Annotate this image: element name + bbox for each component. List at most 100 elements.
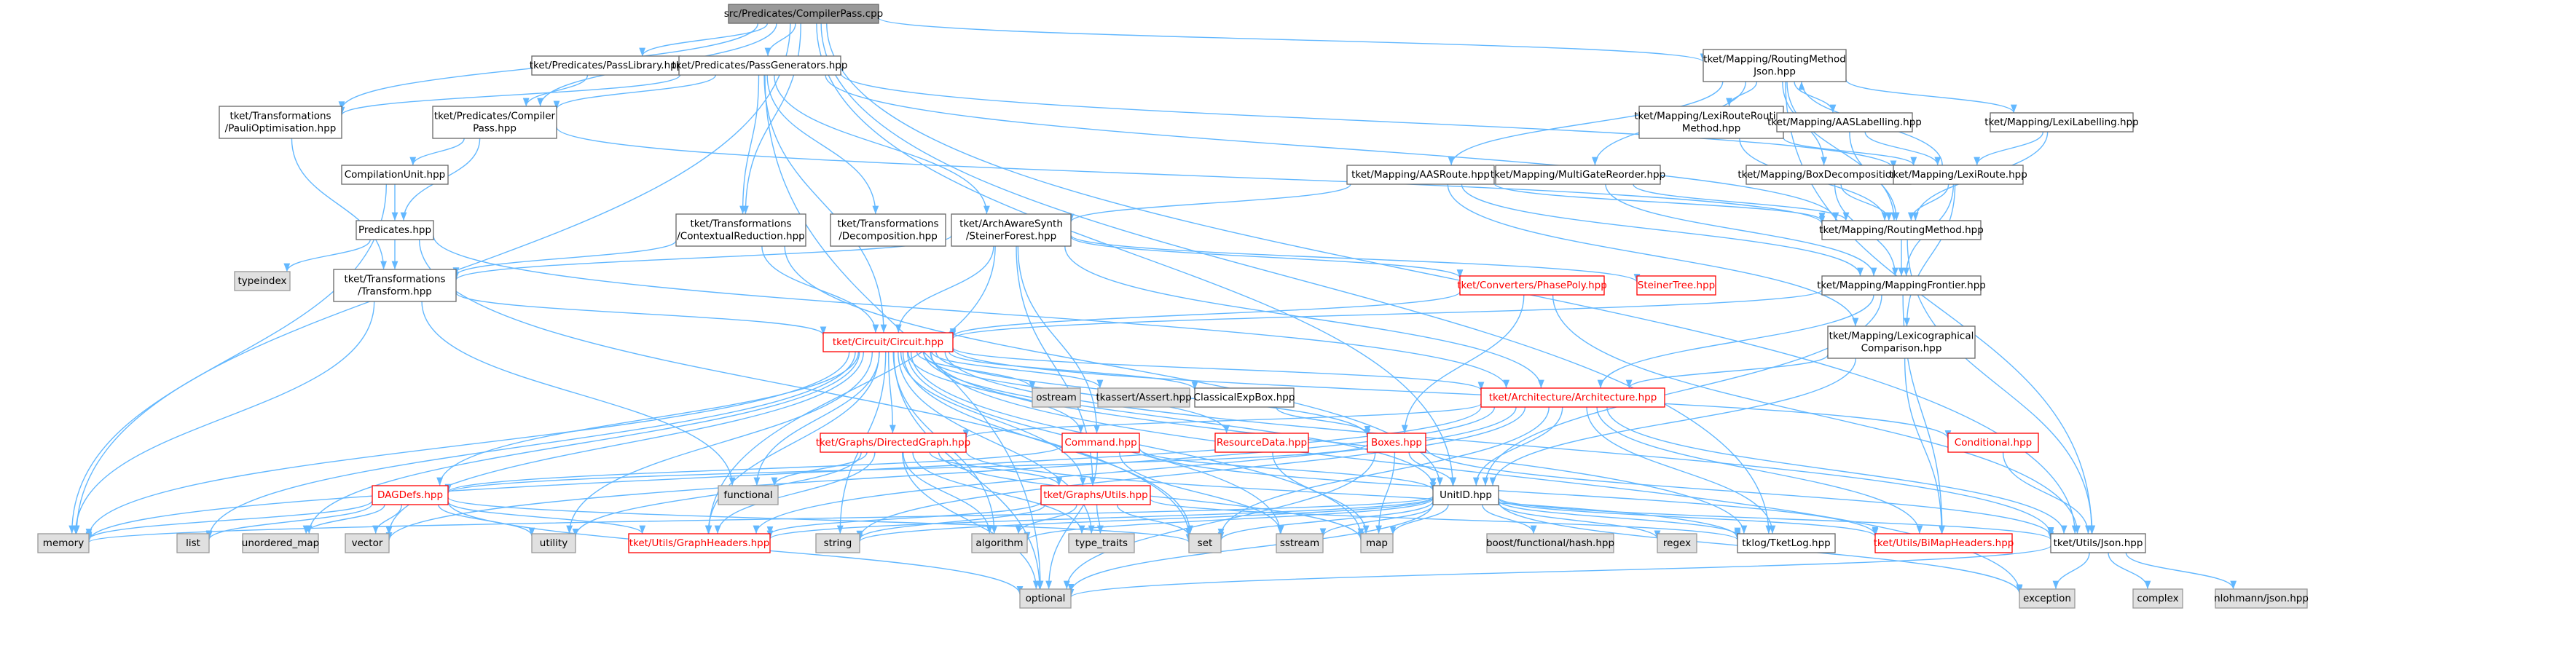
node-passgen[interactable]: tket/Predicates/PassGenerators.hpp (672, 55, 848, 76)
edge-unitid-to-json (1498, 497, 2054, 540)
node-ctxred[interactable]: tket/Transformations/ContextualReduction… (675, 213, 806, 247)
node-arch[interactable]: tket/Architecture/Architecture.hpp (1480, 387, 1665, 408)
node-label: tket/Circuit/Circuit.hpp (833, 336, 943, 348)
edge-boxes-to-unitid (1408, 451, 1457, 486)
node-conditional[interactable]: Conditional.hpp (1947, 433, 2039, 453)
node-box (341, 165, 449, 185)
node-box (1827, 325, 1976, 359)
node-label: ResourceData.hpp (1217, 437, 1307, 449)
edge-circuit-to-optional (893, 351, 1043, 590)
edge-command-to-unitid (1139, 448, 1437, 491)
node-box (2019, 588, 2076, 609)
node-bimap[interactable]: tket/Utils/BiMapHeaders.hpp (1874, 533, 2014, 553)
node-predicates[interactable]: Predicates.hpp (356, 220, 434, 240)
node-unordered_map: unordered_map (242, 533, 319, 553)
edge-boxes-to-map (1375, 451, 1396, 534)
node-resdata[interactable]: ResourceData.hpp (1214, 433, 1309, 453)
edge-multigate-to-mapfront (1605, 183, 1877, 277)
node-circuit[interactable]: tket/Circuit/Circuit.hpp (822, 332, 954, 352)
edge-graphutils-to-algorithm (1015, 504, 1077, 534)
node-dirgraph[interactable]: tket/Graphs/DirectedGraph.hpp (816, 433, 970, 453)
edge-steiner-to-circuit (895, 245, 994, 334)
node-label: tket/Mapping/BoxDecomposition.hpp (1737, 169, 1919, 181)
node-transform[interactable]: tket/Transformations/Transform.hpp (333, 269, 457, 302)
node-passlib[interactable]: tket/Predicates/PassLibrary.hpp (530, 55, 683, 76)
node-unitid[interactable]: UnitID.hpp (1432, 485, 1499, 505)
node-root[interactable]: src/Predicates/CompilerPass.cpp (724, 4, 883, 24)
node-lexicomp[interactable]: tket/Mapping/LexicographicalComparison.h… (1827, 325, 1976, 359)
edge-circuit-to-conditional (952, 347, 1952, 439)
edge-dirgraph-to-graphutils (929, 451, 1063, 486)
edge-boxes-to-dagdefs (445, 443, 1368, 494)
node-box (1276, 533, 1324, 553)
node-label: tket/Graphs/DirectedGraph.hpp (816, 437, 970, 449)
node-label: unordered_map (242, 537, 319, 549)
edge-aasroute-to-steiner (1067, 183, 1351, 223)
node-aasroute[interactable]: tket/Mapping/AASRoute.hpp (1346, 165, 1495, 185)
node-box (1638, 106, 1784, 139)
node-box (1459, 275, 1605, 296)
edge-dirgraph-to-functional (771, 451, 868, 486)
node-json[interactable]: tket/Utils/Json.hpp (2050, 533, 2146, 553)
node-label: regex (1663, 537, 1691, 549)
node-box (1346, 165, 1495, 185)
node-box (356, 220, 434, 240)
node-box (1495, 165, 1661, 185)
node-box (1874, 533, 2013, 553)
edge-dagdefs-to-memory (85, 500, 373, 540)
edge-json-to-nlohmann (2125, 552, 2237, 590)
node-utility: utility (531, 533, 576, 553)
edge-phasepoly-to-circuit (949, 291, 1461, 337)
edge-lexicomp-to-unitid (1489, 358, 1857, 486)
node-tklog[interactable]: tklog/TketLog.hpp (1737, 533, 1836, 553)
edge-dirgraph-to-algorithm (903, 451, 993, 534)
node-aaslab[interactable]: tket/Mapping/AASLabelling.hpp (1767, 112, 1922, 133)
node-lexilab[interactable]: tket/Mapping/LexiLabelling.hpp (1984, 112, 2139, 133)
node-label: nlohmann/json.hpp (2214, 593, 2309, 604)
node-label: CompilationUnit.hpp (345, 169, 446, 181)
node-command[interactable]: Command.hpp (1061, 433, 1140, 453)
node-box (432, 106, 557, 139)
node-label: tket/Graphs/Utils.hpp (1043, 489, 1147, 501)
node-steiner[interactable]: tket/ArchAwareSynth/SteinerForest.hpp (951, 213, 1072, 247)
node-classexp[interactable]: ClassicalExpBox.hpp (1194, 387, 1295, 408)
node-multigate[interactable]: tket/Mapping/MultiGateReorder.hpp (1491, 165, 1665, 185)
edge-arch-to-json (1606, 406, 2068, 534)
node-box (2132, 588, 2183, 609)
node-comppass[interactable]: tket/Predicates/CompilerPass.hpp (432, 106, 557, 139)
node-compunit[interactable]: CompilationUnit.hpp (341, 165, 449, 185)
node-label: tket/Mapping/LexiRoute.hpp (1889, 169, 2027, 181)
edge-lexicomp-to-bimap (1904, 358, 1945, 534)
node-pauliopt[interactable]: tket/Transformations/PauliOptimisation.h… (219, 106, 342, 139)
node-graphheaders[interactable]: tket/Utils/GraphHeaders.hpp (628, 533, 771, 553)
edge-circuit-to-unordered_map (305, 351, 860, 534)
edge-ctxred-to-transform (452, 240, 677, 276)
node-label: set (1198, 537, 1213, 549)
edge-conditional-to-json (2002, 451, 2092, 534)
node-label: tket/Utils/GraphHeaders.hpp (629, 537, 770, 549)
node-label: /ContextualReduction.hpp (677, 231, 805, 242)
node-dagdefs[interactable]: DAGDefs.hpp (372, 485, 449, 505)
edge-comppass-to-routmeth (556, 127, 1826, 224)
node-label: tket/Mapping/RoutingMethod (1703, 54, 1846, 66)
node-boxes[interactable]: Boxes.hpp (1367, 433, 1426, 453)
node-label: boost/functional/hash.hpp (1486, 537, 1614, 549)
node-list: list (176, 533, 210, 553)
node-routmeth[interactable]: tket/Mapping/RoutingMethod.hpp (1819, 220, 1984, 240)
node-phasepoly[interactable]: tket/Converters/PhasePoly.hpp (1457, 275, 1607, 296)
node-box (1214, 433, 1309, 453)
node-label: tket/Transformations (229, 111, 331, 122)
edge-root-to-json (826, 23, 2078, 534)
edge-phasepoly-to-json (1552, 294, 2081, 534)
node-mapfront[interactable]: tket/Mapping/MappingFrontier.hpp (1817, 275, 1986, 296)
node-decomp[interactable]: tket/Transformations/Decomposition.hpp (830, 213, 946, 247)
edge-root-to-unitid (816, 23, 1456, 486)
node-graphutils[interactable]: tket/Graphs/Utils.hpp (1040, 485, 1151, 505)
node-lexiroute[interactable]: tket/Mapping/LexiRoute.hpp (1889, 165, 2027, 185)
node-label: /PauliOptimisation.hpp (225, 123, 337, 135)
edge-aaslab-to-lexiroute (1864, 131, 1941, 166)
node-boxdecomp[interactable]: tket/Mapping/BoxDecomposition.hpp (1737, 165, 1920, 185)
node-steinertree[interactable]: SteinerTree.hpp (1636, 275, 1716, 296)
